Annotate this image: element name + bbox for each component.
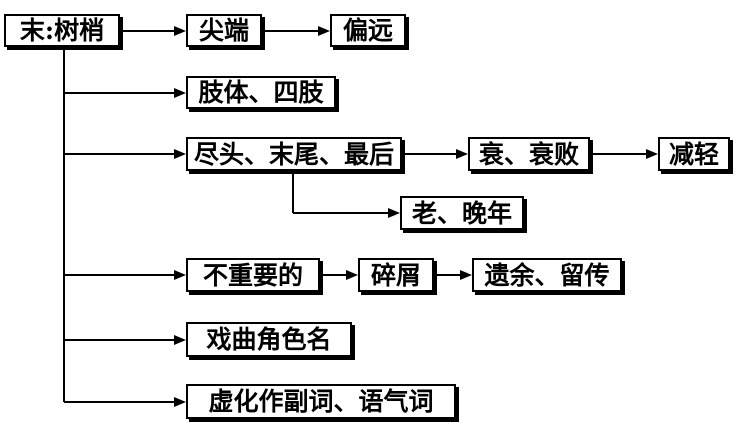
arrowhead-icon (174, 88, 186, 98)
node-lao: 老、晚年 (400, 196, 524, 230)
node-jianduan: 尖端 (186, 14, 262, 47)
node-xuhua: 虚化作副词、语气词 (186, 384, 456, 419)
arrowhead-icon (318, 26, 330, 36)
node-pianyuan: 偏远 (330, 14, 406, 47)
arrowhead-icon (174, 26, 186, 36)
node-jintou: 尽头、末尾、最后 (186, 137, 402, 171)
node-zhiti: 肢体、四肢 (186, 76, 336, 109)
node-shuai: 衰、衰败 (468, 137, 590, 171)
arrowhead-icon (646, 149, 658, 159)
node-xiqu: 戏曲角色名 (186, 322, 352, 357)
arrowhead-icon (174, 270, 186, 280)
arrowhead-icon (456, 149, 468, 159)
arrowhead-icon (346, 270, 358, 280)
arrowhead-icon (388, 208, 400, 218)
node-buzhongyao: 不重要的 (186, 258, 320, 292)
node-yiyu: 遗余、留传 (472, 258, 622, 292)
arrowhead-icon (460, 270, 472, 280)
arrowhead-icon (174, 335, 186, 345)
node-suixie: 碎屑 (358, 258, 434, 292)
arrowhead-icon (174, 149, 186, 159)
arrowhead-icon (174, 397, 186, 407)
node-root: 末:树梢 (4, 14, 120, 47)
node-jianqing: 减轻 (658, 137, 730, 171)
